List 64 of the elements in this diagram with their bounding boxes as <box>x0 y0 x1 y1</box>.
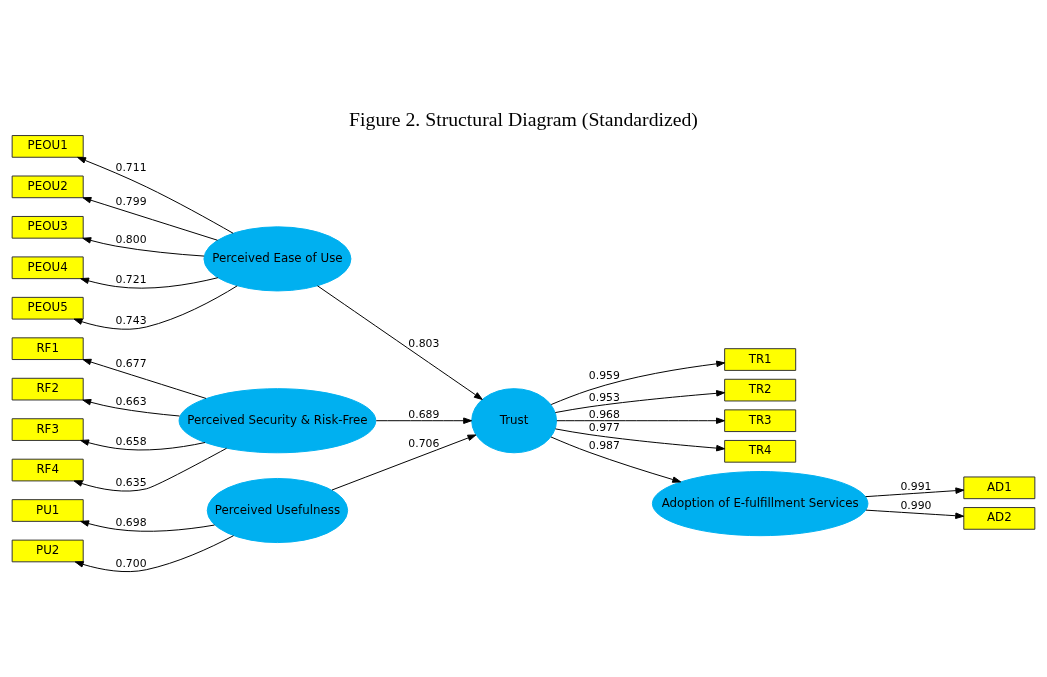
node-box: PEOU4 <box>11 255 84 279</box>
node-ellipse: Perceived Ease of Use <box>203 225 352 291</box>
edge-label: 0.977 <box>588 420 620 434</box>
arrow <box>556 416 725 424</box>
arrow <box>82 358 207 399</box>
edge-label: 0.959 <box>588 368 620 382</box>
arrow <box>865 486 965 497</box>
arrow <box>82 196 218 241</box>
edge-label: 0.991 <box>900 479 932 493</box>
edge-label: 0.799 <box>115 194 147 208</box>
arrow <box>331 433 477 491</box>
edge-label: 0.953 <box>588 390 620 404</box>
arrow <box>74 534 234 572</box>
arrow <box>80 438 206 450</box>
edge-label: 0.698 <box>115 515 147 529</box>
arrow <box>73 284 238 330</box>
node-ellipse: Perceived Security & Risk-Free <box>178 387 377 453</box>
arrow <box>550 360 726 405</box>
node-box: TR3 <box>724 408 797 432</box>
node-box: PEOU1 <box>11 134 84 158</box>
arrow <box>316 284 483 400</box>
edge-label: 0.689 <box>408 407 440 421</box>
edge-label: 0.743 <box>115 313 147 327</box>
node-box: AD2 <box>963 506 1036 530</box>
diagram-title: Figure 2. Structural Diagram (Standardized) <box>349 107 698 130</box>
node-box: TR2 <box>724 378 797 401</box>
node-box: RF3 <box>11 417 84 441</box>
arrow <box>550 435 682 483</box>
node-box: AD1 <box>963 475 1036 499</box>
node-box: PEOU2 <box>11 175 84 198</box>
arrow <box>73 447 228 492</box>
node-ellipse: Perceived Usefulness <box>206 477 349 543</box>
arrow <box>82 398 181 416</box>
edge-label: 0.700 <box>115 556 147 570</box>
node-box: PEOU3 <box>11 215 84 239</box>
arrow <box>77 156 234 234</box>
edge-label: 0.990 <box>900 498 932 512</box>
node-box: PEOU5 <box>11 296 84 320</box>
edge-label: 0.658 <box>115 434 147 448</box>
arrow <box>80 276 219 289</box>
edge-label: 0.987 <box>588 438 620 452</box>
arrow <box>554 427 726 451</box>
node-box: PU2 <box>11 539 84 562</box>
node-box: RF4 <box>11 458 84 481</box>
node-box: RF2 <box>11 377 84 400</box>
node-box: TR1 <box>724 347 797 371</box>
edge-label: 0.711 <box>115 160 147 174</box>
edge-label: 0.677 <box>115 356 147 370</box>
edge-label: 0.968 <box>588 407 620 421</box>
edge-label: 0.663 <box>115 394 147 408</box>
arrow <box>80 519 216 532</box>
edge-label: 0.800 <box>115 232 147 246</box>
node-ellipse: Adoption of E-fulfillment Services <box>651 470 869 536</box>
arrow <box>82 236 205 257</box>
arrow <box>375 416 473 424</box>
node-box: RF1 <box>11 336 84 360</box>
node-box: PU1 <box>11 498 84 522</box>
node-box: TR4 <box>724 439 797 463</box>
edge-label: 0.635 <box>115 475 147 489</box>
edge-label: 0.721 <box>115 272 147 286</box>
edge-label: 0.706 <box>408 436 440 450</box>
arrow <box>554 389 726 413</box>
edge-label: 0.803 <box>408 336 440 350</box>
arrow <box>865 509 965 519</box>
